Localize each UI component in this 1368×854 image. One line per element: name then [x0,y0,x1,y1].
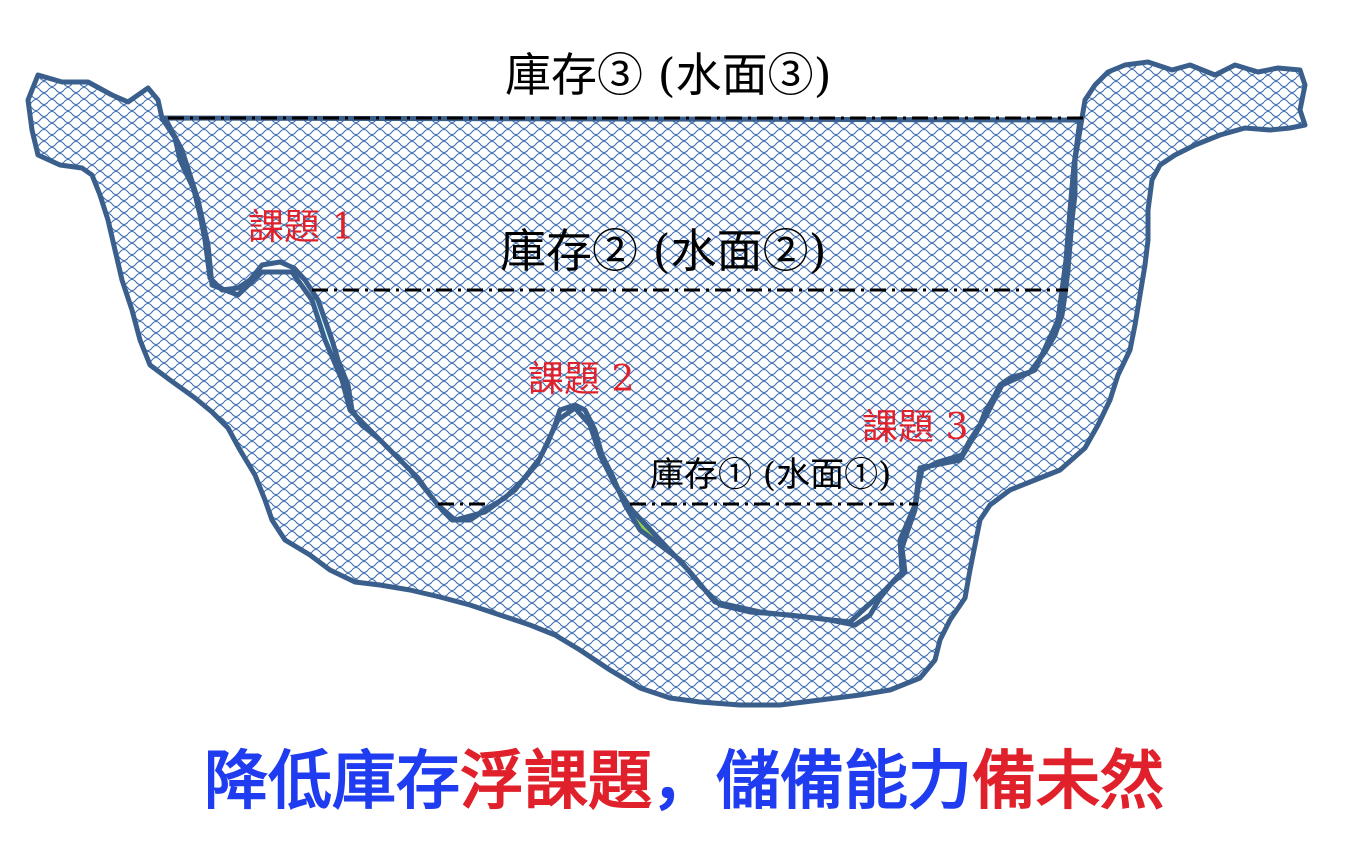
level3-label: 庫存③ (水面③) [505,48,832,102]
slogan: 降低庫存浮課題，儲備能力備未然 [0,750,1368,814]
rock-left-valley [25,59,1308,708]
level2-label: 庫存② (水面②) [500,224,827,278]
issue2-label: 課題 2 [528,359,635,400]
issue3-label: 課題 3 [862,407,969,448]
level1-label: 庫存① (水面①) [650,455,892,495]
slogan-part2: 浮課題 [460,745,652,819]
issue1-label: 課題 1 [248,207,355,248]
slogan-part4: 備未然 [972,745,1164,819]
slogan-part3: ，儲備能力 [652,745,972,819]
slogan-part1: 降低庫存 [204,745,460,819]
